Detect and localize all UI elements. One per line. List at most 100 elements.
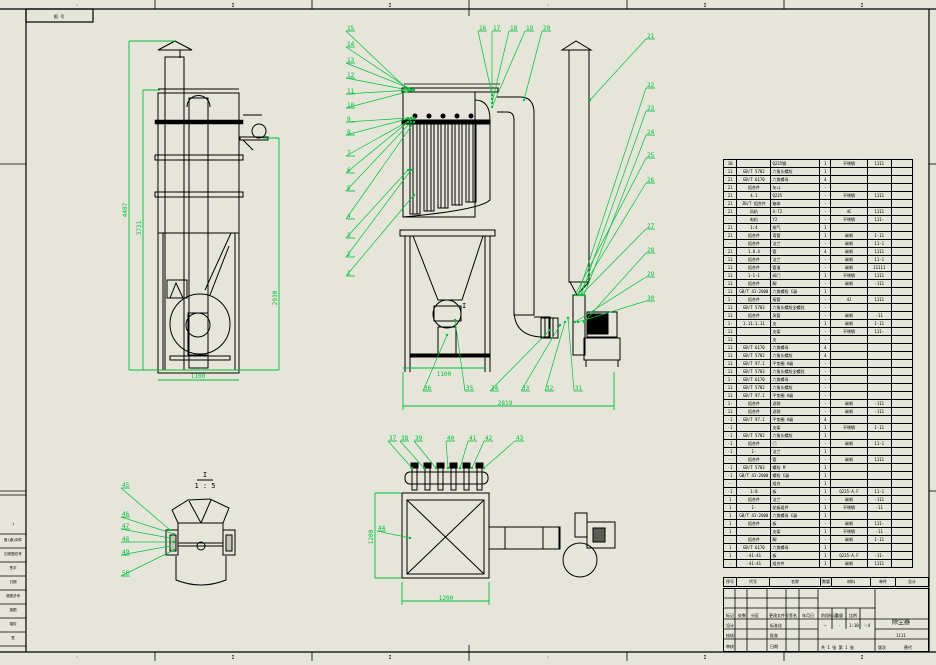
balloon-leader: [491, 30, 526, 108]
pulse-valve: [476, 465, 483, 491]
left-strip-label: 1: [12, 522, 14, 526]
balloon-label: 50: [122, 570, 130, 577]
bom-cell-qty: ·: [819, 303, 832, 312]
bom-cell-code: GB/T 5782: [736, 167, 772, 176]
bom-cell-code: 组合件: [736, 519, 772, 528]
zone-mark-top: ·: [546, 3, 549, 9]
zone-mark-bottom: ·: [546, 655, 549, 661]
bom-cell-code: GB/T 97.1: [736, 359, 772, 368]
bom-cell-qty: 4: [819, 175, 832, 184]
bom-cell-material: 不锈钢: [830, 191, 868, 200]
bom-cell-name: 接管: [770, 295, 821, 304]
balloon-label: 14: [347, 41, 355, 48]
bom-cell-material: 碳钢: [830, 559, 868, 568]
tb-scale-label: 比例: [849, 613, 857, 618]
balloon-label: 19: [526, 25, 534, 32]
bom-cell-code: ·41·41: [736, 559, 772, 568]
tb-stage-label: 阶段标记: [821, 613, 837, 618]
tb-weight-value: ·: [838, 623, 841, 628]
bom-cell-qty: 1: [819, 167, 832, 176]
annotations: [128, 40, 615, 605]
bom-cell-material: [830, 167, 868, 176]
bom-cell-no: 11: [722, 303, 738, 312]
balloon-leader: [523, 30, 543, 101]
tb-label-date: 年月日: [802, 613, 814, 618]
bom-cell-code: GB/T 6170: [736, 343, 772, 352]
bom-cell-no: ·1: [722, 463, 738, 472]
bom-cell-unit-weight: 11·1: [866, 439, 892, 448]
bom-cell-total-weight: [890, 495, 914, 504]
balloon-label: 26: [647, 177, 655, 184]
bom-cell-qty: ·: [819, 375, 832, 384]
zone-mark-bottom: I: [231, 655, 234, 661]
leader-arrow: [490, 101, 494, 105]
bom-cell-code: [736, 479, 772, 488]
bom-cell-name: 平垫圈 A级: [770, 415, 821, 424]
bom-cell-qty: ·: [819, 359, 832, 368]
front-elevation-view: [399, 40, 621, 372]
bom-cell-name: 平垫圈 A级: [770, 391, 821, 400]
bom-cell-name: 管: [770, 455, 821, 464]
tb-scale-value: 1:10: [849, 623, 859, 628]
bom-cell-total-weight: [890, 175, 914, 184]
bom-cell-qty: 1: [819, 287, 832, 296]
bom-cell-material: [830, 471, 868, 480]
balloon-label: 40: [447, 435, 455, 442]
bom-cell-material: 碳钢: [830, 239, 868, 248]
bom-cell-name: 法兰: [770, 255, 821, 264]
section-cut-mark: I: [462, 302, 466, 310]
tb-label-design: 设计: [726, 623, 734, 628]
bom-cell-unit-weight: [866, 351, 892, 360]
connecting-duct: [497, 96, 535, 316]
leader-arrow: [576, 293, 580, 297]
bom-cell-no: 11: [722, 279, 738, 288]
bom-cell-name: 管: [770, 247, 821, 256]
balloon-leader: [345, 169, 409, 239]
bom-cell-name: 板: [770, 551, 821, 560]
revision-label: 版次: [878, 645, 886, 650]
bom-cell-code: GB/T 6170: [736, 543, 772, 552]
balloon-leader: [574, 276, 647, 323]
bom-cell-total-weight: [890, 223, 914, 232]
bom-cell-qty: 1: [819, 463, 832, 472]
bom-cell-code: 组合件: [736, 255, 772, 264]
bom-cell-no: 11: [722, 255, 738, 264]
bom-cell-name: 螺栓 C级: [770, 471, 821, 480]
chimney-stack: [164, 56, 185, 371]
bom-cell-no: ·1: [722, 487, 738, 496]
bom-cell-unit-weight: 1111: [866, 455, 892, 464]
balloon-leader: [120, 516, 175, 535]
pulse-valve: [450, 465, 457, 491]
bom-cell-unit-weight: ·111: [866, 399, 892, 408]
plan-duct: [488, 526, 560, 550]
bom-cell-qty: ·: [819, 439, 832, 448]
bom-cell-no: 11: [722, 391, 738, 400]
bom-cell-material: 碳钢: [830, 519, 868, 528]
bom-cell-qty: 4: [819, 351, 832, 360]
bom-cell-material: [830, 287, 868, 296]
balloon-leader: [387, 440, 413, 469]
balloon-leader: [413, 440, 437, 469]
bom-cell-material: [830, 463, 868, 472]
bom-cell-no: 21: [722, 207, 738, 216]
balloon-leader: [445, 440, 449, 469]
bom-cell-qty: ·: [819, 455, 832, 464]
left-strip-label: 底图总号: [6, 593, 20, 598]
bom-cell-name: 4-72: [770, 207, 821, 216]
balloon-label: 33: [522, 385, 530, 392]
bom-cell-unit-weight: 1·11: [866, 319, 892, 328]
zone-mark-top: I: [860, 3, 863, 9]
bom-cell-no: 21: [722, 191, 738, 200]
bom-cell-no: 10: [722, 159, 738, 168]
bom-header-no: 序号: [724, 578, 737, 586]
